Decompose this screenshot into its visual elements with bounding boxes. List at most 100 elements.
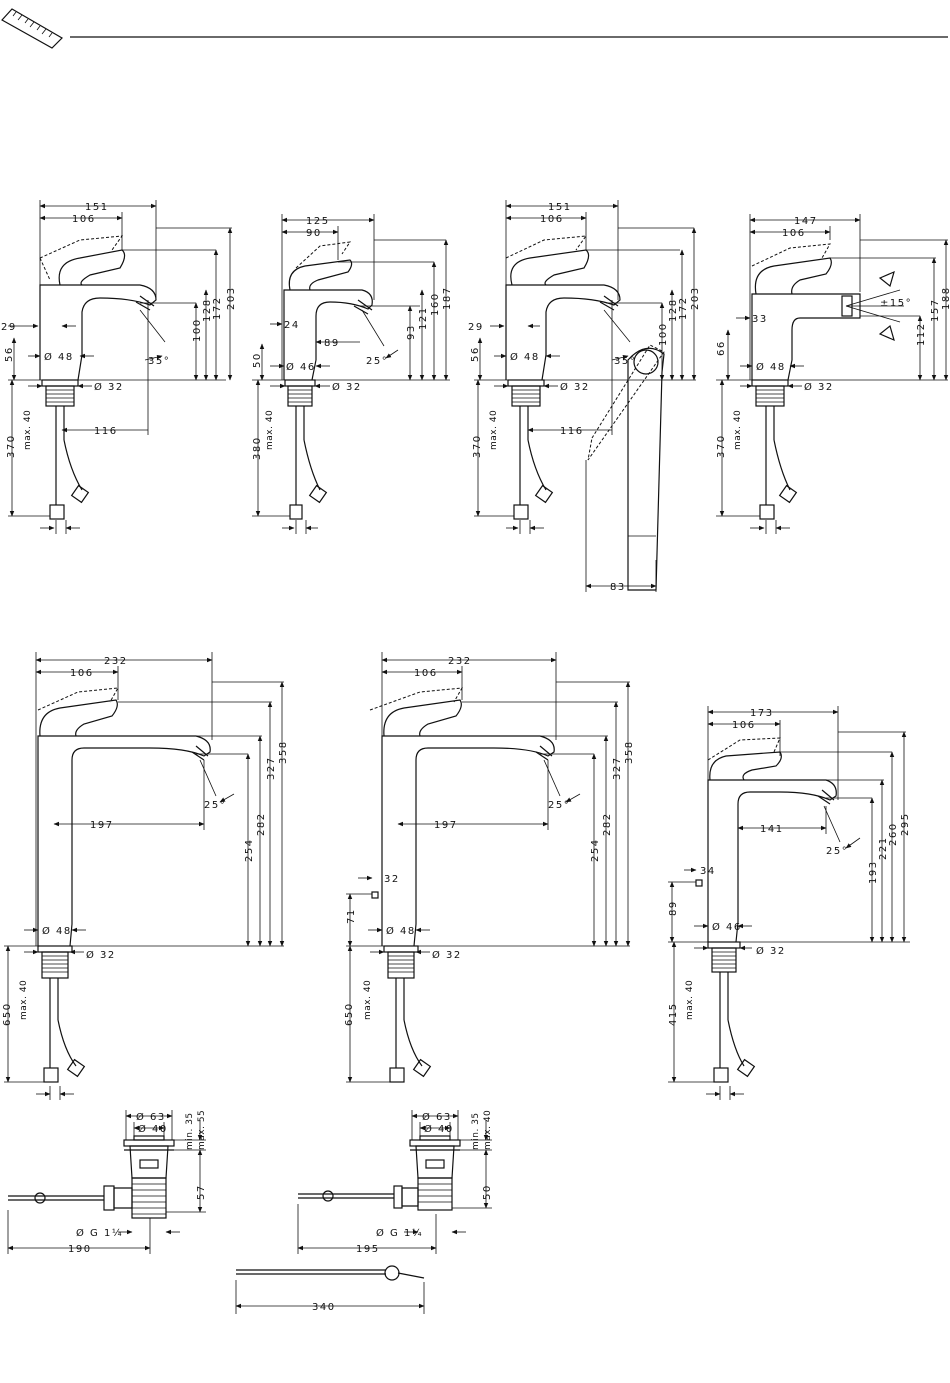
dim-h2: 157 bbox=[930, 298, 941, 322]
dim-hose-length: 370 bbox=[472, 434, 483, 458]
ruler-scale-icon bbox=[1, 8, 63, 49]
dim-width-total: 232 bbox=[448, 656, 472, 667]
dim-angle: 25° bbox=[366, 356, 388, 367]
dim-side-height: 56 bbox=[470, 346, 481, 362]
dim-reach: 116 bbox=[94, 426, 118, 437]
dim-side-height: 50 bbox=[252, 352, 263, 368]
dim-reach: 197 bbox=[90, 820, 114, 831]
dim-dia-thread: Ø 32 bbox=[560, 381, 590, 393]
dim-width-total: 147 bbox=[794, 216, 818, 227]
dim-offset-side: 29 bbox=[468, 322, 484, 333]
faucet-drawing-1: 151 106 100 128 172 203 29 56 Ø 48 Ø 32 … bbox=[1, 200, 237, 534]
dim-dia-outer: Ø 63 bbox=[136, 1111, 166, 1123]
dim-dia-base: Ø 48 bbox=[386, 925, 416, 937]
dim-reach: 116 bbox=[560, 426, 584, 437]
dim-offset-side: 29 bbox=[1, 322, 17, 333]
dim-width-total: 151 bbox=[85, 202, 109, 213]
dim-offset-side: 33 bbox=[752, 314, 768, 325]
dim-dia-thread: Ø 32 bbox=[804, 381, 834, 393]
dim-width-total: 232 bbox=[104, 656, 128, 667]
pop-up-rod-drawing: 340 bbox=[235, 1265, 425, 1314]
dim-side-height: 66 bbox=[716, 340, 727, 356]
dim-offset-side: 32 bbox=[384, 874, 400, 885]
dim-h2: 128 bbox=[668, 298, 679, 322]
dim-h2: 282 bbox=[602, 812, 613, 836]
dim-h1: 100 bbox=[192, 318, 203, 342]
dim-max: max. 55 bbox=[197, 1110, 207, 1150]
dim-angle: 25° bbox=[204, 800, 226, 811]
dim-height: 50 bbox=[482, 1184, 493, 1200]
dim-width-handle: 106 bbox=[540, 214, 564, 225]
dim-h4: 187 bbox=[442, 286, 453, 310]
dim-width-total: 151 bbox=[548, 202, 572, 213]
dim-max-40: max. 40 bbox=[489, 410, 499, 450]
dim-h3: 160 bbox=[430, 292, 441, 316]
dim-h4: 203 bbox=[690, 286, 701, 310]
dim-h2: 221 bbox=[878, 836, 889, 860]
dim-side-height: 89 bbox=[668, 900, 679, 916]
dim-angle: 25° bbox=[826, 846, 848, 857]
dim-max: max. 40 bbox=[483, 1110, 493, 1150]
dim-side-height: 56 bbox=[4, 346, 15, 362]
dim-h1: 100 bbox=[658, 322, 669, 346]
dim-h1: 254 bbox=[244, 838, 255, 862]
dim-offset-side: 24 bbox=[284, 320, 300, 331]
dim-dia-base: Ø 46 bbox=[286, 361, 316, 373]
dim-h4: 358 bbox=[624, 740, 635, 764]
dim-width-handle: 106 bbox=[414, 668, 438, 679]
dim-h4: 203 bbox=[226, 286, 237, 310]
dim-h1: 112 bbox=[916, 322, 927, 346]
dim-hose-length: 370 bbox=[6, 434, 17, 458]
dim-h3: 172 bbox=[212, 296, 223, 320]
dim-max-40: max. 40 bbox=[363, 980, 373, 1020]
faucet-drawing-4: 147 106 ±15° 112 157 188 33 66 Ø 48 Ø 32… bbox=[716, 214, 950, 534]
dim-h4: 295 bbox=[900, 812, 911, 836]
dim-dia-base: Ø 46 bbox=[712, 921, 742, 933]
dim-h3: 327 bbox=[612, 756, 623, 780]
dim-dia-thread: Ø 32 bbox=[432, 949, 462, 961]
dim-angle: ±15° bbox=[880, 298, 912, 309]
dim-handle-swing: 83 bbox=[610, 582, 626, 593]
dim-width-handle: 106 bbox=[732, 720, 756, 731]
dim-min: min. 35 bbox=[471, 1112, 481, 1150]
dim-max-40: max. 40 bbox=[733, 410, 743, 450]
faucet-drawing-3: 151 106 100 128 172 203 29 56 Ø 48 Ø 32 … bbox=[468, 200, 701, 593]
dim-hose-length: 650 bbox=[344, 1002, 355, 1026]
waste-drawing-2: Ø 63 Ø 40 min. 35 max. 40 50 Ø G 1¼ 195 bbox=[297, 1110, 493, 1255]
dim-h1: 254 bbox=[590, 838, 601, 862]
dim-rod-length: 340 bbox=[312, 1302, 336, 1313]
dim-width-handle: 106 bbox=[72, 214, 96, 225]
dim-length: 195 bbox=[356, 1244, 380, 1255]
dim-max-40: max. 40 bbox=[23, 410, 33, 450]
dim-dia-outer: Ø 63 bbox=[422, 1111, 452, 1123]
dim-h3: 260 bbox=[888, 822, 899, 846]
dim-hose-length: 415 bbox=[668, 1002, 679, 1026]
dim-dia-base: Ø 48 bbox=[44, 351, 74, 363]
dim-width-total: 173 bbox=[750, 708, 774, 719]
dim-dia-thread: Ø 32 bbox=[86, 949, 116, 961]
dim-h1: 93 bbox=[406, 324, 417, 340]
dim-width-handle: 106 bbox=[782, 228, 806, 239]
dim-height: 57 bbox=[196, 1184, 207, 1200]
dim-max-40: max. 40 bbox=[19, 980, 29, 1020]
dim-side-height: 71 bbox=[346, 908, 357, 924]
dim-offset-side: 34 bbox=[700, 866, 716, 877]
dim-angle: 25° bbox=[548, 800, 570, 811]
dim-h2: 121 bbox=[418, 306, 429, 330]
dim-hose-length: 380 bbox=[252, 436, 263, 460]
dim-h3: 188 bbox=[941, 286, 950, 310]
dim-thread: Ø G 1¼ bbox=[376, 1227, 423, 1239]
dim-dia-base: Ø 48 bbox=[510, 351, 540, 363]
dim-thread: Ø G 1¼ bbox=[76, 1227, 123, 1239]
dim-h4: 358 bbox=[278, 740, 289, 764]
faucet-drawing-5: 232 106 254 282 327 358 25° 197 Ø 48 Ø 3… bbox=[2, 652, 289, 1100]
dim-max-40: max. 40 bbox=[685, 980, 695, 1020]
dim-width-handle: 106 bbox=[70, 668, 94, 679]
dim-width-handle: 90 bbox=[306, 228, 322, 239]
dim-dia-thread: Ø 32 bbox=[332, 381, 362, 393]
dim-length: 190 bbox=[68, 1244, 92, 1255]
dim-hose-length: 650 bbox=[2, 1002, 13, 1026]
dim-dia-base: Ø 48 bbox=[42, 925, 72, 937]
dim-dia-inner: Ø 40 bbox=[138, 1123, 168, 1135]
